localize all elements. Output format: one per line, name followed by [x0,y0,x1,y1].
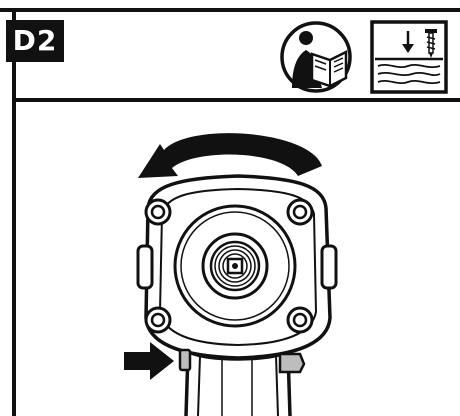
corner-bolt-icon [144,306,172,334]
corner-bolt-icon [286,306,314,334]
step-badge: D2 [6,20,64,62]
read-manual-icon [280,21,352,93]
left-border [12,8,16,416]
direction-switch [178,348,306,374]
header-divider [12,98,460,102]
screw-into-wood-icon [370,20,448,94]
top-border [0,8,460,12]
corner-bolt-icon [286,198,314,226]
front-face-rings [173,204,297,328]
rotation-arrow-icon [138,133,322,178]
anvil-chuck [209,240,261,292]
corner-bolt-icon [144,198,172,226]
pointer-arrow-icon [124,342,174,380]
